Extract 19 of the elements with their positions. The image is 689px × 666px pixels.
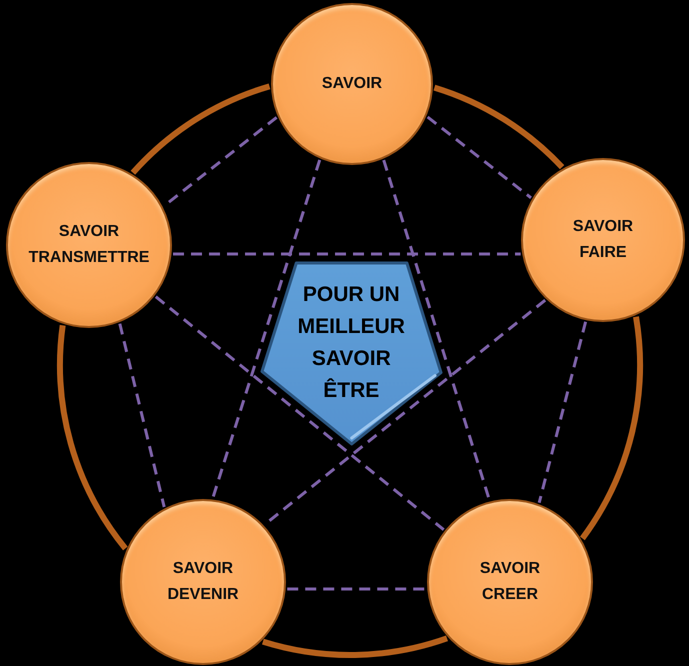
node-label: SAVOIR CREER xyxy=(480,559,540,605)
node-label: SAVOIR xyxy=(322,74,382,94)
node-label: SAVOIR FAIRE xyxy=(572,217,634,263)
dashed-connector xyxy=(426,116,532,199)
dashed-connector xyxy=(211,159,322,499)
dashed-connector xyxy=(538,321,588,504)
ring-arc xyxy=(130,84,270,175)
node-label: POUR UN MEILLEUR SAVOIR ÊTRE xyxy=(296,282,406,404)
node-label: SAVOIR DEVENIR xyxy=(167,559,239,605)
ring-arc xyxy=(580,316,643,540)
dashed-connector xyxy=(154,296,445,531)
pentagon-node xyxy=(260,260,443,446)
ring-arc xyxy=(57,325,128,550)
ring-arc xyxy=(433,84,564,170)
dashed-connector xyxy=(287,588,426,590)
ring-arc xyxy=(262,635,448,658)
node-label: SAVOIR TRANSMETTRE xyxy=(28,222,150,268)
dashed-connector xyxy=(173,252,521,256)
dashed-connector xyxy=(118,323,166,508)
